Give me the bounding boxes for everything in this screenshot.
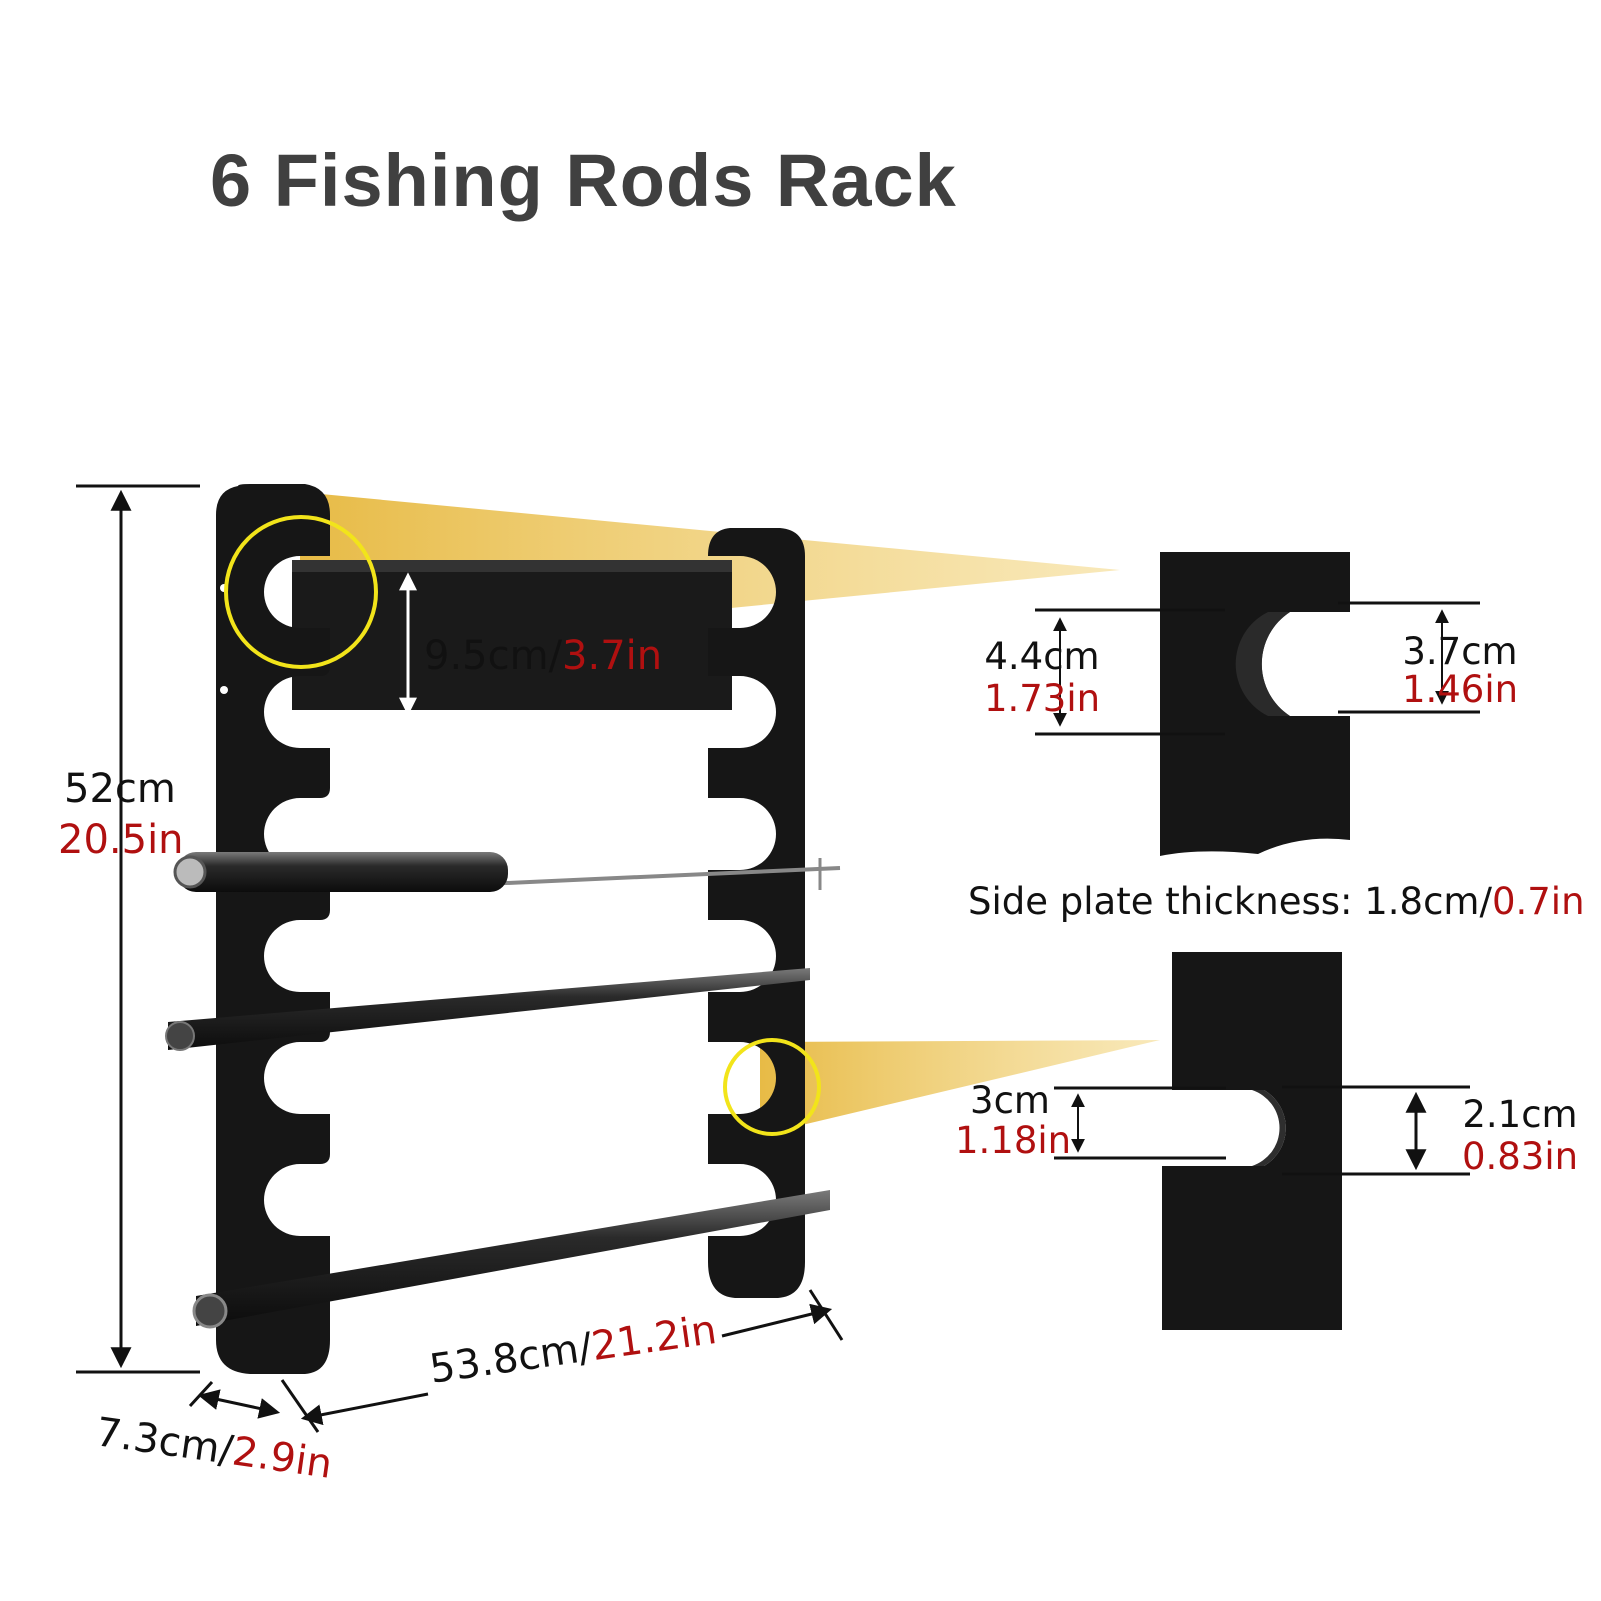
right-side-plate xyxy=(708,528,805,1298)
rod-2 xyxy=(165,968,810,1051)
small-slot-opening-cm: 3cm xyxy=(970,1079,1050,1122)
crossbar xyxy=(292,560,732,710)
side-plate-thickness-label: Side plate thickness: 1.8cm/0.7in xyxy=(968,883,1585,920)
detail-small-slot xyxy=(1054,952,1470,1330)
left-side-plate xyxy=(216,484,330,1374)
large-slot-neck-cm: 3.7cm xyxy=(1402,630,1518,673)
rod-3 xyxy=(192,1190,830,1329)
highlight-ring-top xyxy=(224,515,378,669)
small-slot-opening-in: 1.18in xyxy=(955,1119,1072,1162)
highlight-ring-bottom xyxy=(723,1038,821,1136)
page-title: 6 Fishing Rods Rack xyxy=(210,139,957,222)
side-plate-thickness-text: Side plate thickness: 1.8cm/ xyxy=(968,880,1492,923)
height-in-label: 20.5in xyxy=(58,817,184,863)
large-slot-opening-in: 1.73in xyxy=(983,677,1101,720)
small-slot-neck-cm: 2.1cm xyxy=(1462,1093,1578,1136)
rod-spacing-cm: 9.5cm/ xyxy=(424,633,563,679)
small-slot-neck-in: 0.83in xyxy=(1461,1135,1579,1178)
side-plate-thickness-in: 0.7in xyxy=(1491,880,1585,923)
rod-1 xyxy=(173,852,841,892)
height-cm-label: 52cm xyxy=(64,766,176,812)
detail-large-slot xyxy=(1035,552,1480,856)
callout-beam-bottom xyxy=(760,1040,1160,1135)
rod-spacing-in: 3.7in xyxy=(562,633,663,679)
rod-spacing-label: 9.5cm/3.7in xyxy=(424,636,662,676)
large-slot-neck-in: 1.46in xyxy=(1401,668,1519,711)
large-slot-opening-cm: 4.4cm xyxy=(984,635,1100,678)
